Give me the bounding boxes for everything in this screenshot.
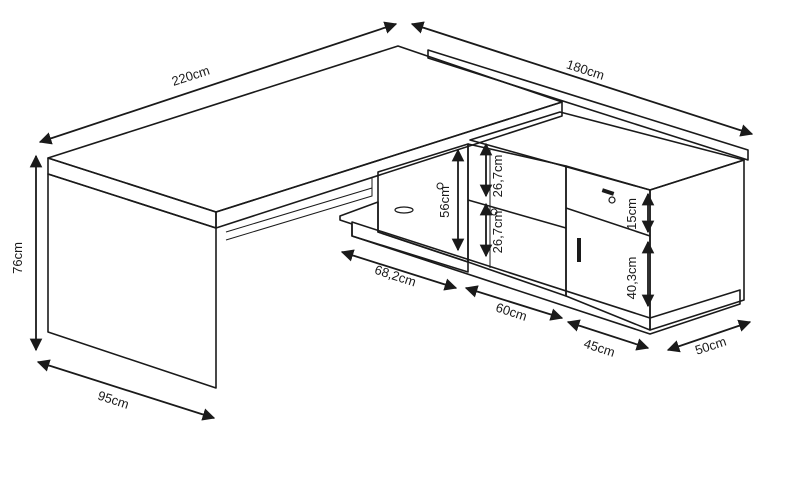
cabinet-side-panel (649, 159, 745, 331)
keyhole-left-icon (394, 206, 414, 214)
label-height: 76cm (10, 242, 25, 274)
dim-180-line (410, 21, 754, 137)
label-door-height: 40,3cm (624, 257, 639, 300)
label-cabinet-width-b: 45cm (582, 336, 617, 360)
dim-50-line (666, 319, 752, 353)
open-compartment-middle (467, 143, 567, 297)
label-return-length: 180cm (565, 57, 607, 83)
dim-95-line (36, 359, 216, 421)
label-drawer-height: 15cm (624, 198, 639, 230)
label-inner-height: 56cm (437, 186, 452, 218)
shelf (467, 199, 567, 229)
modesty-panel (225, 178, 373, 241)
desk-top-side-edge (215, 101, 563, 229)
dim-60-line (464, 285, 564, 321)
return-cabinet (339, 49, 749, 335)
label-knee-width: 68,2cm (373, 262, 418, 289)
label-desk-width: 220cm (170, 63, 212, 89)
dim-68-line (340, 249, 458, 291)
knee-frame (339, 201, 469, 273)
drawer-divider (565, 207, 651, 237)
label-desk-depth: 95cm (96, 388, 131, 412)
label-shelf-lower: 26,7cm (490, 211, 505, 254)
lock-icon (608, 196, 616, 204)
label-cabinet-width-a: 60cm (494, 300, 529, 324)
dimension-lines (29, 21, 754, 421)
dim-220-line (38, 21, 398, 145)
left-leg-panel (47, 173, 217, 389)
dim-45-line (566, 319, 650, 351)
label-shelf-upper: 26,7cm (490, 155, 505, 198)
door-handle-icon (577, 238, 581, 262)
label-cabinet-depth: 50cm (693, 334, 728, 358)
desk-top-surface (47, 45, 563, 213)
drawer-handle-icon (601, 188, 615, 196)
desk (47, 45, 563, 389)
desk-top-front-edge (47, 157, 217, 229)
